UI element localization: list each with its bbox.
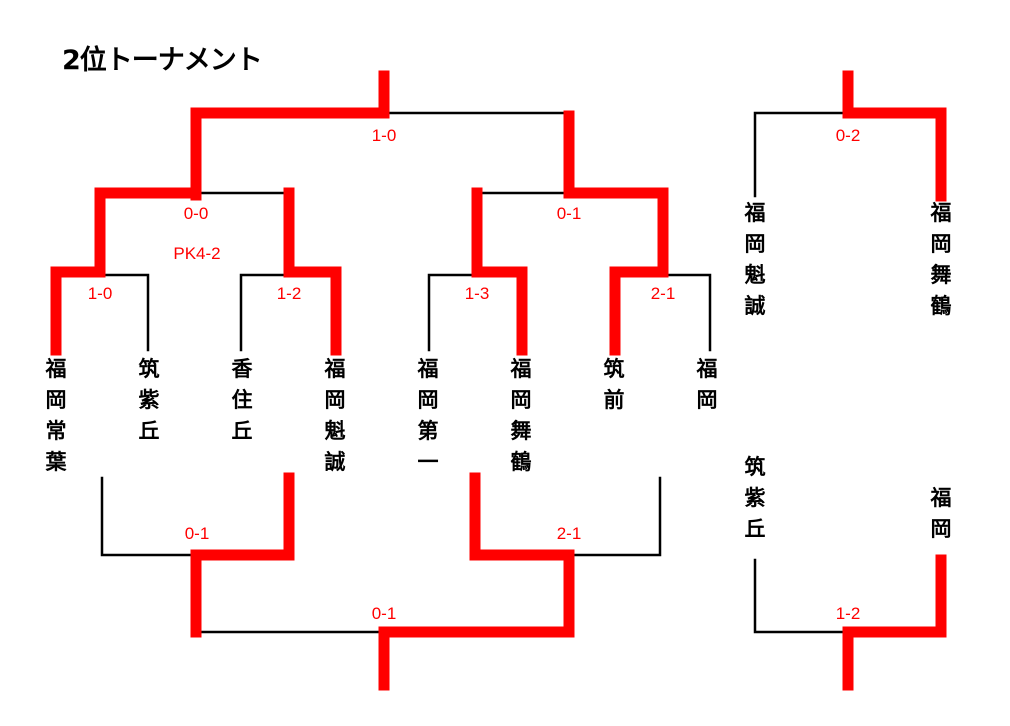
lower-final-winner-path	[378, 549, 575, 691]
r1-m4-loser-branch	[661, 273, 712, 352]
side-team-2: 福岡舞鶴	[930, 201, 952, 318]
side-bottom-winner-path	[842, 554, 947, 691]
final-top-winner-path	[190, 70, 390, 201]
score-lower-m1: 0-1	[184, 524, 210, 543]
r2-m1-winner-path	[94, 187, 202, 278]
r2-m2-winner-path	[563, 110, 669, 278]
r2-m1-loser-red-path	[283, 187, 342, 356]
lower-m1-left-branch	[100, 476, 198, 557]
team-top-3: 香住丘	[231, 357, 253, 443]
side-top-left-branch	[753, 111, 850, 198]
r1-m1-winner-path	[50, 266, 106, 356]
team-top-5: 福岡第一	[417, 357, 439, 474]
score-r2-m1: 0-0	[183, 204, 209, 223]
team-top-4: 福岡魁誠	[324, 357, 346, 474]
score-r1-m4: 2-1	[650, 284, 676, 303]
score-lower-final: 0-1	[371, 604, 397, 623]
r1-m1-loser-branch	[98, 273, 150, 352]
score-side-top: 0-2	[835, 126, 861, 145]
team-top-6: 福岡舞鶴	[510, 357, 532, 474]
lower-m2-right-branch	[567, 476, 662, 557]
score-final-top: 1-0	[371, 126, 397, 145]
lower-m2-winner-path	[469, 472, 575, 638]
score-lower-m2: 2-1	[556, 524, 582, 543]
r1-m3-loser-branch	[427, 273, 479, 352]
final-top-right-branch	[382, 111, 571, 120]
side-top-winner-path	[842, 70, 947, 202]
side-bottom-left-branch	[753, 558, 850, 634]
score-r1-m3: 1-3	[464, 284, 490, 303]
score-r2-m1-pk: PK4-2	[173, 244, 221, 263]
score-r1-m2: 1-2	[276, 284, 302, 303]
score-r2-m2: 0-1	[556, 204, 582, 223]
r1-m2-loser-branch	[239, 273, 291, 352]
side-team-4: 福岡	[930, 486, 952, 541]
side-team-3: 筑紫丘	[744, 455, 766, 541]
team-top-2: 筑紫丘	[138, 357, 160, 443]
team-top-7: 筑前	[603, 357, 625, 412]
team-top-1: 福岡常葉	[45, 357, 67, 474]
r2-m2-loser-red-path	[471, 187, 528, 356]
score-r1-m1: 1-0	[87, 284, 113, 303]
side-team-1: 福岡魁誠	[744, 201, 766, 318]
score-side-bottom: 1-2	[835, 604, 861, 623]
lower-m1-winner-path	[190, 472, 295, 638]
page-title: 2位トーナメント	[62, 45, 263, 76]
team-top-8: 福岡	[696, 357, 718, 412]
r1-m4-winner-path	[609, 266, 669, 356]
